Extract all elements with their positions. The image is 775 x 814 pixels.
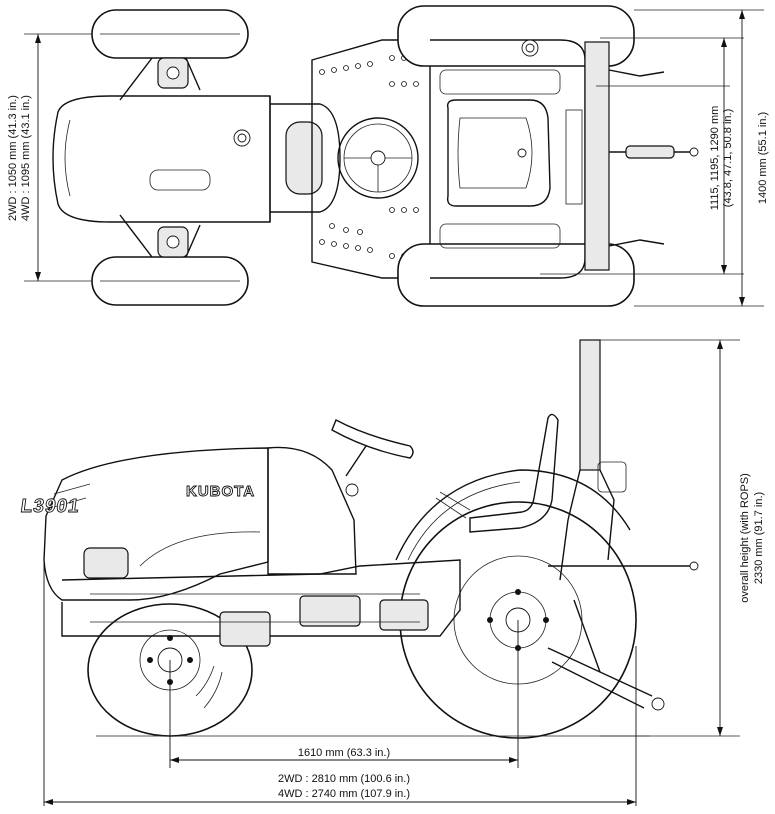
wheelbase-label: 1610 mm (63.3 in.) — [298, 747, 390, 759]
side-view: L3901 KUBOTA — [19, 339, 765, 806]
side-model-badge: L3901 — [19, 496, 81, 517]
side-frame — [61, 559, 461, 637]
overall-height-value-label: 2330 mm (91.7 in.) — [753, 492, 765, 584]
side-seat — [469, 413, 559, 533]
top-view: 2WD : 1050 mm (41.3 in.) 4WD : 1095 mm (… — [7, 5, 769, 307]
rear-track-label: 1115, 1195, 1290 mm — [709, 106, 721, 211]
front-track-4wd-label: 4WD : 1095 mm (43.1 in.) — [20, 95, 32, 221]
rear-track-in-label: (43.8, 47.1, 50.8 in.) — [722, 109, 734, 207]
overall-width-label: 1400 mm (55.1 in.) — [757, 112, 769, 204]
side-rops — [579, 339, 601, 471]
top-steering-wheel — [337, 117, 419, 199]
side-brand-logo: KUBOTA — [186, 483, 255, 500]
top-hood — [52, 95, 271, 223]
top-rear-tire-right — [397, 243, 635, 307]
length-2wd-label: 2WD : 2810 mm (100.6 in.) — [278, 773, 410, 785]
front-track-2wd-label: 2WD : 1050 mm (41.3 in.) — [7, 95, 19, 221]
top-seat — [446, 99, 551, 207]
overall-height-label: overall height (with ROPS) — [739, 473, 751, 603]
side-hood — [43, 447, 269, 601]
length-4wd-label: 4WD : 2740 mm (107.9 in.) — [278, 788, 410, 800]
top-rear-tire-left — [397, 5, 635, 67]
